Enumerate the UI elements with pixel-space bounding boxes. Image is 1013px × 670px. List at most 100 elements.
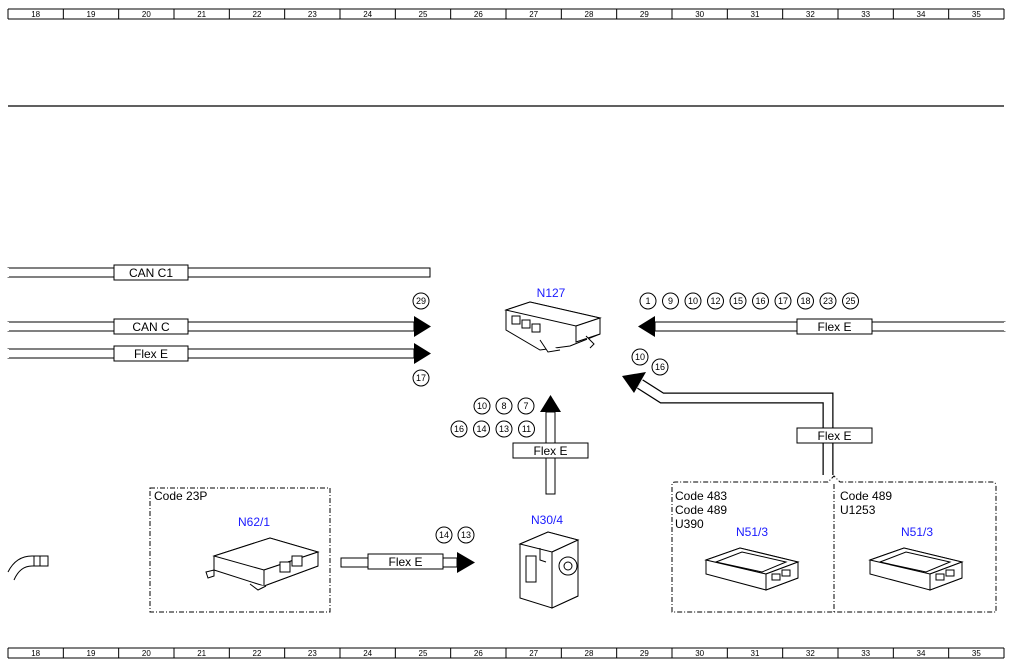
svg-text:10: 10 bbox=[477, 401, 487, 411]
grid-number: 24 bbox=[363, 10, 372, 19]
grid-number: 21 bbox=[197, 10, 206, 19]
flex-e-diagonal-arrow bbox=[622, 372, 646, 393]
can-c-bus: CAN C bbox=[7, 316, 431, 337]
flex-e-up-arrow bbox=[540, 395, 561, 412]
grid-number: 30 bbox=[695, 10, 704, 19]
flex-e-bottom-arrow bbox=[457, 552, 475, 573]
svg-text:25: 25 bbox=[845, 296, 855, 306]
grid-number: 27 bbox=[529, 10, 538, 19]
pin-number-circle: 14 bbox=[473, 420, 490, 438]
pin-number-circle: 18 bbox=[797, 292, 814, 310]
component-label-n127: N127 bbox=[537, 286, 566, 300]
pin-number-circle: 10 bbox=[631, 348, 649, 366]
svg-text:16: 16 bbox=[755, 296, 765, 306]
pin-number-circle: 13 bbox=[457, 526, 475, 544]
svg-text:17: 17 bbox=[778, 296, 788, 306]
grid-number: 29 bbox=[640, 10, 649, 19]
code-box-483: Code 483 Code 489 U390 Code 489 U1253 bbox=[671, 475, 997, 613]
pin-number-circle: 7 bbox=[517, 397, 535, 415]
pin-number-circle: 10 bbox=[473, 397, 491, 415]
pin-number-circle: 11 bbox=[518, 420, 535, 438]
svg-text:16: 16 bbox=[454, 424, 464, 434]
grid-number: 21 bbox=[197, 649, 206, 658]
svg-text:12: 12 bbox=[710, 296, 720, 306]
flex-e-bottom-label: Flex E bbox=[388, 555, 422, 569]
grid-number: 30 bbox=[695, 649, 704, 658]
svg-text:15: 15 bbox=[733, 296, 743, 306]
component-label-n51-3-a: N51/3 bbox=[736, 525, 768, 539]
grid-number: 34 bbox=[917, 649, 926, 658]
flex-e-right-label: Flex E bbox=[817, 320, 851, 334]
grid-number: 26 bbox=[474, 10, 483, 19]
grid-number: 24 bbox=[363, 649, 372, 658]
svg-text:9: 9 bbox=[668, 296, 673, 306]
code-483-line-2: Code 489 bbox=[675, 503, 727, 517]
grid-number: 33 bbox=[861, 649, 870, 658]
can-c-label: CAN C bbox=[132, 320, 170, 334]
grid-number: 32 bbox=[806, 10, 815, 19]
code-483-line-3: U390 bbox=[675, 517, 704, 531]
grid-number: 31 bbox=[751, 649, 760, 658]
pin-number-circle: 17 bbox=[412, 369, 430, 387]
flex-e-up-label: Flex E bbox=[533, 444, 567, 458]
svg-text:13: 13 bbox=[461, 530, 471, 540]
grid-number: 22 bbox=[253, 649, 262, 658]
pin-number-circle: 29 bbox=[412, 292, 430, 310]
grid-number: 32 bbox=[806, 649, 815, 658]
grid-number: 23 bbox=[308, 10, 317, 19]
code-box-23p: Code 23P bbox=[149, 487, 331, 613]
flex-e-left-bus: Flex E bbox=[7, 343, 431, 364]
svg-text:10: 10 bbox=[688, 296, 698, 306]
flex-e-bottom-bus: Flex E bbox=[340, 552, 475, 573]
svg-text:7: 7 bbox=[523, 401, 528, 411]
grid-number: 31 bbox=[751, 10, 760, 19]
grid-number: 20 bbox=[142, 649, 151, 658]
flex-e-diagonal-bus: Flex E bbox=[622, 372, 873, 475]
component-label-n51-3-b: N51/3 bbox=[901, 525, 933, 539]
pin-number-circle: 10 bbox=[684, 292, 702, 310]
pin-number-circle: 1 bbox=[639, 292, 657, 310]
pin-number-circle: 17 bbox=[774, 292, 792, 310]
svg-text:23: 23 bbox=[823, 296, 833, 306]
pin-number-circle: 15 bbox=[729, 292, 747, 310]
code-23p-line-1: Code 23P bbox=[154, 489, 207, 503]
grid-number: 20 bbox=[142, 10, 151, 19]
can-c1-label: CAN C1 bbox=[129, 266, 173, 280]
grid-number: 27 bbox=[529, 649, 538, 658]
svg-text:10: 10 bbox=[635, 352, 645, 362]
code-483-line-1: Code 483 bbox=[675, 489, 727, 503]
grid-number: 22 bbox=[253, 10, 262, 19]
svg-text:8: 8 bbox=[501, 401, 506, 411]
component-label-n30-4: N30/4 bbox=[531, 513, 563, 527]
grid-number: 28 bbox=[585, 10, 594, 19]
connector-plug-icon bbox=[7, 555, 49, 581]
n51-3-b-unit-icon bbox=[868, 547, 964, 591]
svg-text:14: 14 bbox=[439, 530, 449, 540]
can-c1-bus: CAN C1 bbox=[7, 264, 431, 281]
component-label-n62-1: N62/1 bbox=[238, 515, 270, 529]
grid-number: 18 bbox=[31, 649, 40, 658]
svg-text:11: 11 bbox=[522, 424, 531, 434]
grid-number: 26 bbox=[474, 649, 483, 658]
grid-number: 25 bbox=[419, 649, 428, 658]
grid-number: 28 bbox=[585, 649, 594, 658]
grid-number: 25 bbox=[419, 10, 428, 19]
svg-text:13: 13 bbox=[499, 424, 509, 434]
code-489-line-2: U1253 bbox=[840, 503, 876, 517]
grid-number: 29 bbox=[640, 649, 649, 658]
grid-number: 35 bbox=[972, 649, 981, 658]
grid-number: 23 bbox=[308, 649, 317, 658]
flex-e-left-label: Flex E bbox=[134, 347, 168, 361]
pin-number-circle: 14 bbox=[435, 526, 453, 544]
grid-number: 34 bbox=[917, 10, 926, 19]
grid-number: 19 bbox=[87, 649, 96, 658]
grid-number: 35 bbox=[972, 10, 981, 19]
pin-number-circle: 25 bbox=[842, 292, 859, 310]
pin-number-circle: 12 bbox=[707, 292, 724, 310]
svg-text:14: 14 bbox=[476, 424, 486, 434]
pin-number-circle: 16 bbox=[752, 292, 769, 310]
pin-number-circle: 16 bbox=[651, 358, 669, 376]
can-c-arrow bbox=[414, 316, 431, 337]
n30-4-unit-icon bbox=[518, 531, 580, 609]
